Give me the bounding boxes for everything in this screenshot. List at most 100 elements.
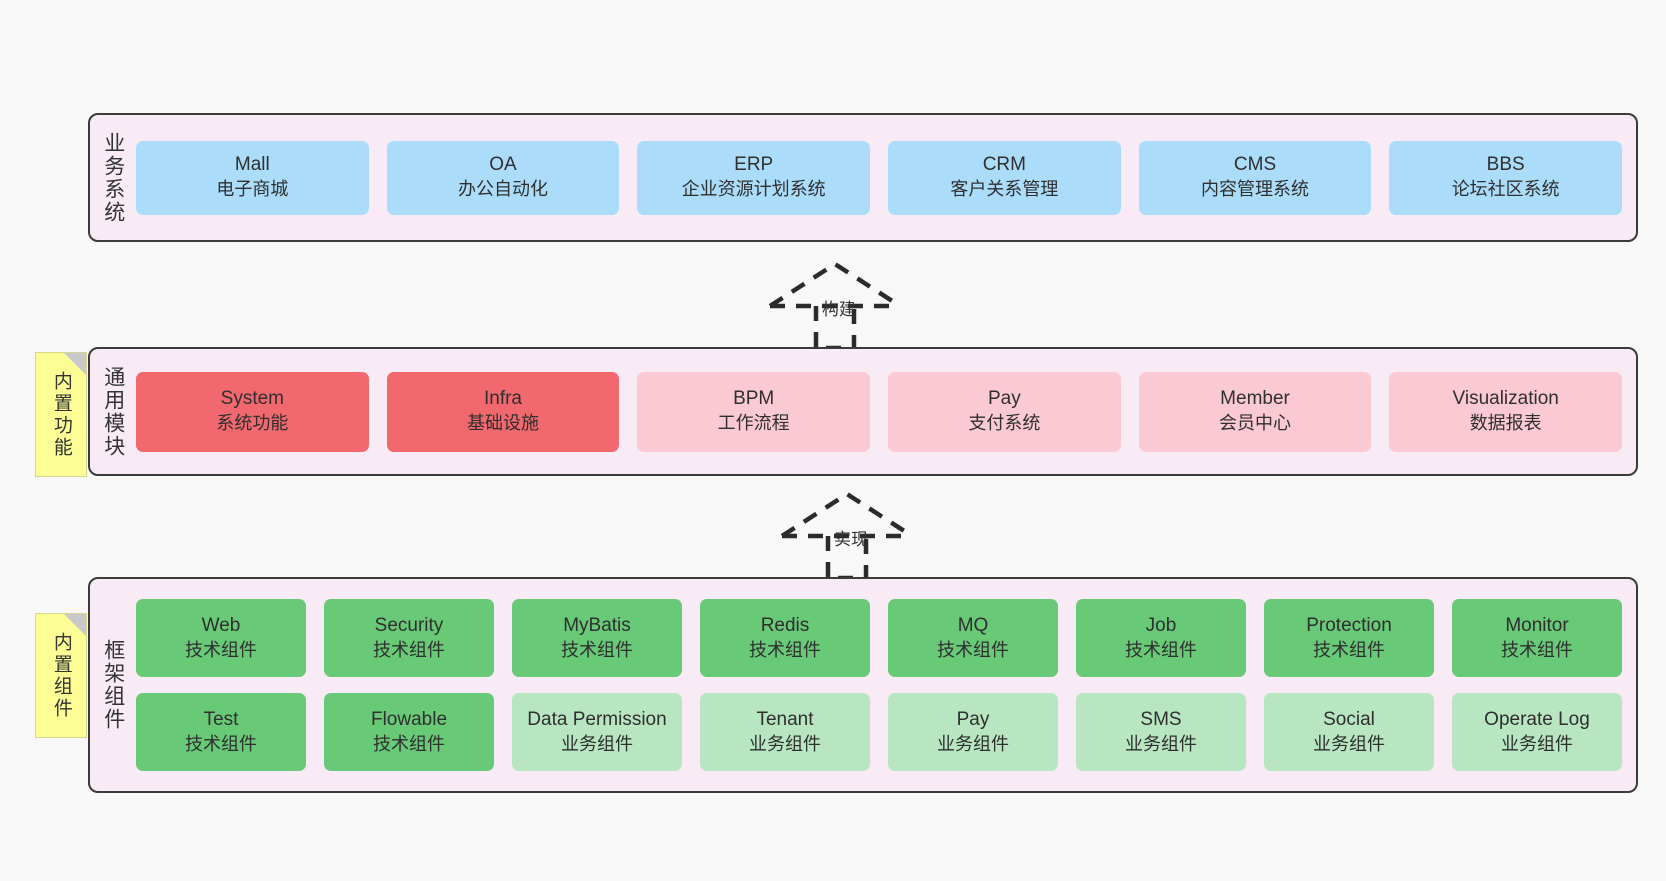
card-crm[interactable]: CRM 客户关系管理: [888, 140, 1121, 215]
card-subtitle: 电子商城: [216, 179, 289, 200]
layer-business-system[interactable]: 业务系统 Mall 电子商城 OA 办公自动化 ERP 企业资源计划系统 CRM: [88, 113, 1638, 242]
layer-common-module[interactable]: 通用模块 System 系统功能 Infra 基础设施 BPM 工作流程 Pay: [88, 347, 1638, 476]
card-title: Visualization: [1452, 388, 1559, 410]
card-subtitle: 技术组件: [373, 733, 445, 754]
card-title: Pay: [956, 708, 990, 730]
card-bpm[interactable]: BPM 工作流程: [637, 371, 871, 452]
card-title: Job: [1145, 614, 1177, 636]
card-mq[interactable]: MQ 技术组件: [888, 599, 1058, 677]
card-monitor[interactable]: Monitor 技术组件: [1452, 599, 1622, 677]
card-title: Pay: [987, 388, 1021, 410]
card-row: Web 技术组件 Security 技术组件 MyBatis 技术组件 Redi…: [136, 599, 1622, 677]
card-subtitle: 技术组件: [1501, 639, 1573, 660]
card-title: Data Permission: [527, 708, 667, 730]
card-title: Tenant: [756, 708, 814, 730]
card-subtitle: 基础设施: [467, 413, 539, 434]
sticky-note-text: 内置功能: [50, 370, 72, 459]
card-title: OA: [489, 154, 517, 176]
card-mall[interactable]: Mall 电子商城: [136, 140, 369, 215]
card-title: Flowable: [370, 708, 448, 730]
card-subtitle: 会员中心: [1219, 413, 1292, 434]
card-subtitle: 业务组件: [749, 733, 821, 754]
card-subtitle: 论坛社区系统: [1451, 179, 1560, 200]
card-mybatis[interactable]: MyBatis 技术组件: [512, 599, 682, 677]
card-subtitle: 业务组件: [1313, 733, 1385, 754]
page-fold-icon: [64, 353, 86, 375]
card-infra[interactable]: Infra 基础设施: [386, 371, 620, 452]
card-title: Test: [203, 708, 239, 730]
card-web[interactable]: Web 技术组件: [136, 599, 306, 677]
card-subtitle: 系统功能: [216, 413, 289, 434]
card-pay-business[interactable]: Pay 业务组件: [888, 693, 1058, 771]
card-redis[interactable]: Redis 技术组件: [700, 599, 870, 677]
card-data-permission[interactable]: Data Permission 业务组件: [512, 693, 682, 771]
card-job[interactable]: Job 技术组件: [1076, 599, 1246, 677]
layer-body-common-module: System 系统功能 Infra 基础设施 BPM 工作流程 Pay 支付系统…: [136, 349, 1636, 474]
card-title: System: [220, 388, 285, 410]
card-title: Security: [374, 614, 444, 636]
card-subtitle: 技术组件: [561, 639, 633, 660]
layer-body-framework-component: Web 技术组件 Security 技术组件 MyBatis 技术组件 Redi…: [136, 579, 1636, 791]
card-subtitle: 工作流程: [717, 413, 790, 434]
card-title: Mall: [234, 154, 270, 176]
card-subtitle: 技术组件: [373, 639, 445, 660]
sticky-note-builtin-components[interactable]: 内置组件: [35, 613, 87, 738]
card-subtitle: 业务组件: [1501, 733, 1573, 754]
connector-build: 构建: [760, 258, 910, 350]
card-visualization[interactable]: Visualization 数据报表: [1389, 371, 1623, 452]
card-subtitle: 技术组件: [749, 639, 821, 660]
card-title: CMS: [1233, 154, 1277, 176]
layer-title-business-system: 业务系统: [101, 131, 125, 224]
card-subtitle: 数据报表: [1469, 413, 1542, 434]
card-test[interactable]: Test 技术组件: [136, 693, 306, 771]
card-title: MyBatis: [563, 614, 631, 636]
card-subtitle: 企业资源计划系统: [681, 179, 826, 200]
card-security[interactable]: Security 技术组件: [324, 599, 494, 677]
card-tenant[interactable]: Tenant 业务组件: [700, 693, 870, 771]
card-flowable[interactable]: Flowable 技术组件: [324, 693, 494, 771]
card-subtitle: 业务组件: [1125, 733, 1197, 754]
card-title: Operate Log: [1484, 708, 1590, 730]
card-operate-log[interactable]: Operate Log 业务组件: [1452, 693, 1622, 771]
card-sms[interactable]: SMS 业务组件: [1076, 693, 1246, 771]
card-title: CRM: [982, 154, 1026, 176]
card-subtitle: 技术组件: [185, 733, 257, 754]
card-subtitle: 技术组件: [937, 639, 1009, 660]
card-bbs[interactable]: BBS 论坛社区系统: [1389, 140, 1623, 215]
card-cms[interactable]: CMS 内容管理系统: [1138, 140, 1372, 215]
card-title: Member: [1220, 388, 1290, 410]
card-oa[interactable]: OA 办公自动化: [386, 140, 620, 215]
card-title: MQ: [957, 614, 989, 636]
layer-body-business-system: Mall 电子商城 OA 办公自动化 ERP 企业资源计划系统 CRM 客户关系…: [136, 115, 1636, 240]
card-member[interactable]: Member 会员中心: [1138, 371, 1372, 452]
card-subtitle: 支付系统: [968, 413, 1041, 434]
card-subtitle: 客户关系管理: [950, 179, 1059, 200]
card-subtitle: 技术组件: [185, 639, 257, 660]
card-subtitle: 业务组件: [561, 733, 633, 754]
card-title: BPM: [733, 388, 775, 410]
card-erp[interactable]: ERP 企业资源计划系统: [637, 140, 871, 215]
card-title: BBS: [1486, 154, 1525, 176]
connector-implement: 实现: [772, 488, 922, 580]
page-fold-icon: [64, 614, 86, 636]
card-title: SMS: [1140, 708, 1182, 730]
card-pay[interactable]: Pay 支付系统: [888, 371, 1121, 452]
card-row: Mall 电子商城 OA 办公自动化 ERP 企业资源计划系统 CRM 客户关系…: [136, 140, 1623, 215]
card-subtitle: 技术组件: [1313, 639, 1385, 660]
card-subtitle: 办公自动化: [458, 179, 548, 200]
card-title: Social: [1323, 708, 1375, 730]
card-protection[interactable]: Protection 技术组件: [1264, 599, 1434, 677]
card-row: Test 技术组件 Flowable 技术组件 Data Permission …: [136, 693, 1622, 771]
card-social[interactable]: Social 业务组件: [1264, 693, 1434, 771]
sticky-note-builtin-functions[interactable]: 内置功能: [35, 352, 87, 477]
card-row: System 系统功能 Infra 基础设施 BPM 工作流程 Pay 支付系统…: [136, 371, 1623, 452]
layer-title-framework-component: 框架组件: [101, 639, 125, 731]
card-title: Protection: [1306, 614, 1392, 636]
card-system[interactable]: System 系统功能: [136, 371, 369, 452]
layer-title-common-module: 通用模块: [101, 365, 125, 458]
connector-label-implement: 实现: [834, 530, 868, 549]
card-title: Redis: [760, 614, 810, 636]
layer-framework-component[interactable]: 框架组件 Web 技术组件 Security 技术组件 MyBatis 技术组件…: [88, 577, 1638, 793]
card-title: Infra: [483, 388, 523, 410]
